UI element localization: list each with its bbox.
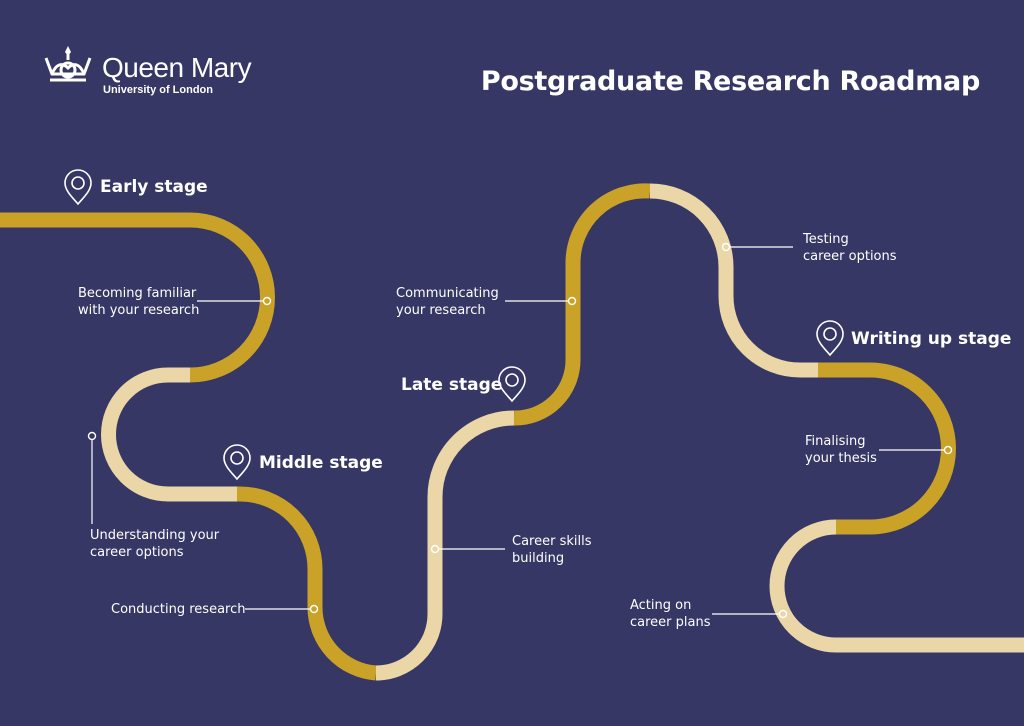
location-pin-icon — [816, 320, 844, 357]
step-label-familiar: Becoming familiar with your research — [78, 286, 200, 318]
road-segment-middle — [232, 486, 377, 681]
road-segment-late — [513, 183, 651, 426]
step-label-finalising: Finalising your thesis — [805, 434, 877, 466]
road-segment-late-to-writing — [649, 183, 818, 378]
step-marker — [943, 445, 953, 455]
step-label-testing: Testing career options — [803, 232, 897, 264]
stage-label-writing-up: Writing up stage — [851, 329, 1012, 349]
road-segment-early — [0, 212, 275, 383]
step-label-understanding: Understanding your career options — [90, 528, 220, 560]
logo-name: Queen Mary — [102, 52, 252, 83]
stage-label-middle: Middle stage — [259, 453, 383, 473]
road-segment-early-to-middle — [101, 367, 237, 502]
step-marker — [721, 242, 731, 252]
step-marker — [778, 609, 788, 619]
stage-label-early: Early stage — [100, 177, 208, 197]
stage-label-late: Late stage — [401, 375, 503, 395]
step-marker — [430, 544, 440, 554]
crown-crest-icon — [44, 46, 92, 82]
step-label-acting: Acting on career plans — [630, 598, 711, 630]
step-marker — [567, 296, 577, 306]
location-pin-icon — [223, 444, 251, 481]
step-marker — [262, 296, 272, 306]
location-pin-icon — [64, 169, 92, 206]
step-label-skills: Career skills building — [512, 534, 592, 566]
step-marker — [87, 431, 97, 441]
road-segment-middle-to-late — [375, 410, 515, 681]
step-label-conducting: Conducting research — [111, 602, 246, 617]
location-pin-icon — [498, 366, 526, 403]
page-title: Postgraduate Research Roadmap — [480, 66, 980, 97]
road-segment-final — [769, 519, 1024, 653]
step-marker — [309, 604, 319, 614]
logo-subtitle: University of London — [103, 84, 213, 96]
road-segment-writing — [818, 362, 956, 535]
step-label-communicating: Communicating your research — [396, 286, 499, 318]
university-logo: Queen Mary University of London — [42, 44, 252, 96]
